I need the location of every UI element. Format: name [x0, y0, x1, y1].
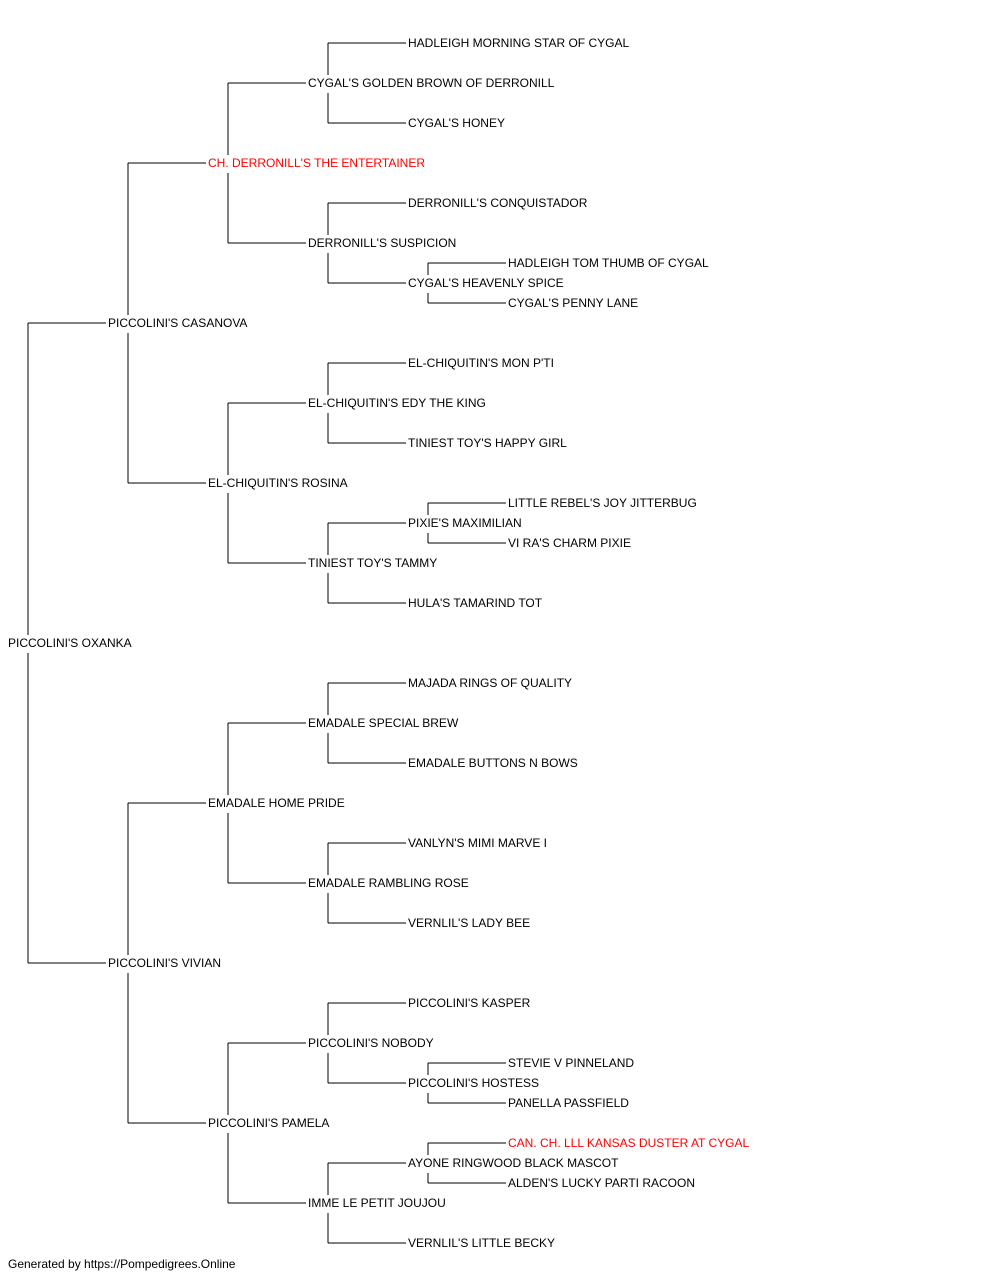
dog-name: DERRONILL'S CONQUISTADOR	[408, 196, 588, 210]
dog-name: ALDEN'S LUCKY PARTI RACOON	[508, 1176, 695, 1190]
dog-name: VERNLIL'S LADY BEE	[408, 916, 530, 930]
dog-name: PICCOLINI'S HOSTESS	[408, 1076, 539, 1090]
footer-credit: Generated by https://Pompedigrees.Online	[8, 1257, 236, 1271]
dog-name: VERNLIL'S LITTLE BECKY	[408, 1236, 555, 1250]
dog-name: PICCOLINI'S NOBODY	[308, 1036, 434, 1050]
dog-name: PANELLA PASSFIELD	[508, 1096, 629, 1110]
dog-name: PIXIE'S MAXIMILIAN	[408, 516, 522, 530]
dog-name: CH. DERRONILL'S THE ENTERTAINER	[208, 156, 425, 170]
dog-name: AYONE RINGWOOD BLACK MASCOT	[408, 1156, 619, 1170]
dog-name: PICCOLINI'S KASPER	[408, 996, 531, 1010]
dog-name: HADLEIGH TOM THUMB OF CYGAL	[508, 256, 709, 270]
dog-name: CAN. CH. LLL KANSAS DUSTER AT CYGAL	[508, 1136, 750, 1150]
dog-name: CYGAL'S HEAVENLY SPICE	[408, 276, 564, 290]
dog-name: STEVIE V PINNELAND	[508, 1056, 634, 1070]
dog-name: HADLEIGH MORNING STAR OF CYGAL	[408, 36, 629, 50]
dog-name: DERRONILL'S SUSPICION	[308, 236, 456, 250]
dog-name: EMADALE RAMBLING ROSE	[308, 876, 469, 890]
dog-name: VANLYN'S MIMI MARVE I	[408, 836, 547, 850]
dog-name: MAJADA RINGS OF QUALITY	[408, 676, 572, 690]
dog-name: PICCOLINI'S VIVIAN	[108, 956, 221, 970]
dog-name: EMADALE HOME PRIDE	[208, 796, 345, 810]
dog-name: VI RA'S CHARM PIXIE	[508, 536, 631, 550]
dog-name: EL-CHIQUITIN'S ROSINA	[208, 476, 348, 490]
dog-name: EL-CHIQUITIN'S MON P'TI	[408, 356, 554, 370]
dog-name: EMADALE SPECIAL BREW	[308, 716, 459, 730]
dog-name: EMADALE BUTTONS N BOWS	[408, 756, 578, 770]
dog-name: TINIEST TOY'S TAMMY	[308, 556, 437, 570]
dog-name: IMME LE PETIT JOUJOU	[308, 1196, 446, 1210]
dog-name: HULA'S TAMARIND TOT	[408, 596, 543, 610]
dog-name: TINIEST TOY'S HAPPY GIRL	[408, 436, 567, 450]
dog-name: LITTLE REBEL'S JOY JITTERBUG	[508, 496, 697, 510]
dog-name: CYGAL'S HONEY	[408, 116, 505, 130]
dog-name: PICCOLINI'S PAMELA	[208, 1116, 329, 1130]
dog-name: CYGAL'S PENNY LANE	[508, 296, 638, 310]
dog-name: PICCOLINI'S CASANOVA	[108, 316, 247, 330]
dog-name: PICCOLINI'S OXANKA	[8, 636, 132, 650]
dog-name: CYGAL'S GOLDEN BROWN OF DERRONILL	[308, 76, 555, 90]
dog-name: EL-CHIQUITIN'S EDY THE KING	[308, 396, 486, 410]
